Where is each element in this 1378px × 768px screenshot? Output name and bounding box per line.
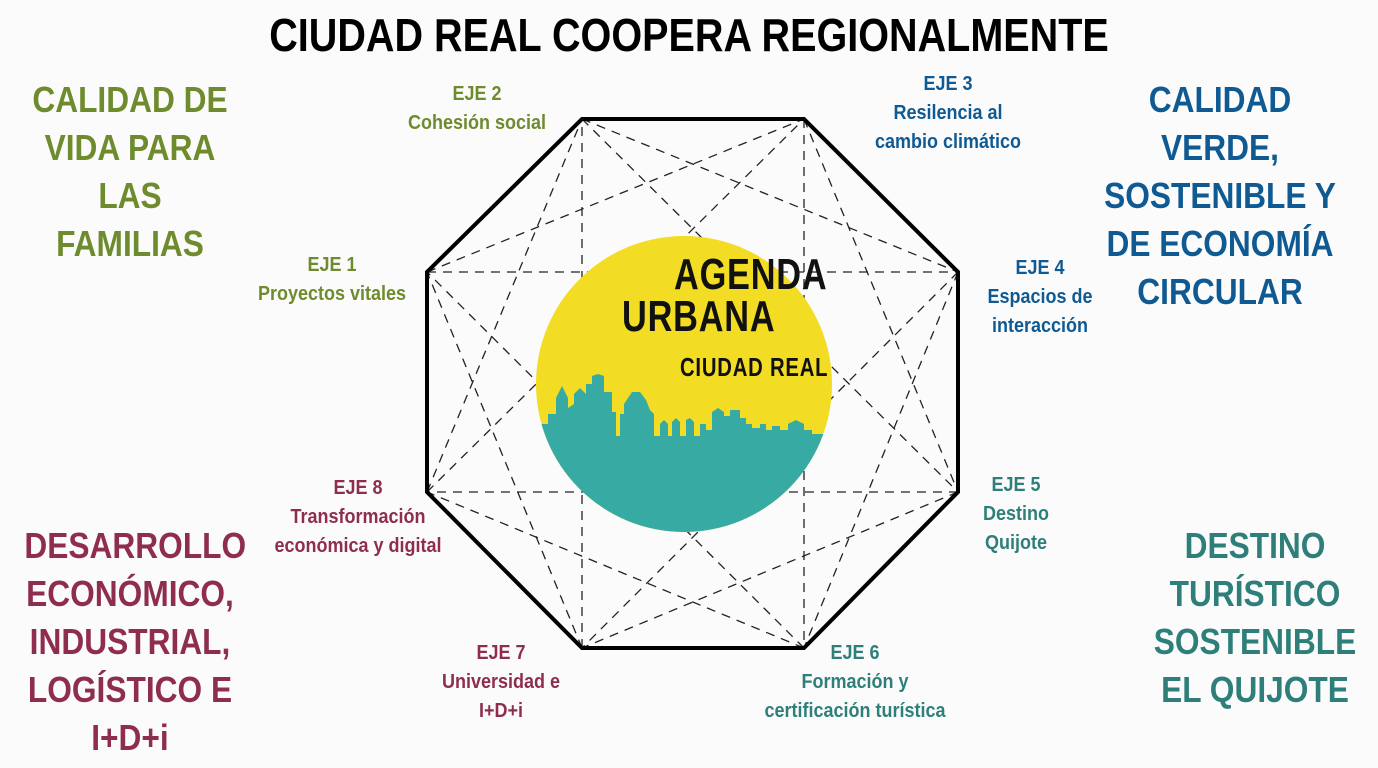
dashed-connection-line — [581, 118, 959, 273]
eje-number: EJE 5 — [991, 474, 1041, 496]
category-tourist-destination: DESTINO TURÍSTICO SOSTENIBLE EL QUIJOTE — [1145, 522, 1365, 714]
eje-description: Espacios de — [987, 286, 1093, 308]
octagon-outline — [425, 117, 960, 650]
eje-description: interacción — [991, 315, 1089, 337]
dashed-connection-line — [803, 118, 959, 493]
eje-description: económica y digital — [274, 535, 442, 557]
eje-number: EJE 2 — [452, 83, 502, 105]
dashed-connection-line — [426, 271, 583, 649]
category-line: CALIDAD VERDE, — [1148, 79, 1292, 168]
category-line: LOGÍSTICO E — [27, 669, 233, 710]
category-line: SOSTENIBLE Y — [1104, 175, 1336, 216]
dashed-connection-line — [803, 271, 959, 649]
page-title: CIUDAD REAL COOPERA REGIONALMENTE — [269, 9, 1109, 61]
category-economic-development: DESARROLLO ECONÓMICO, INDUSTRIAL, LOGÍST… — [24, 522, 247, 762]
dashed-connection-line — [426, 118, 805, 493]
category-line: I+D+i — [91, 717, 169, 758]
category-line: INDUSTRIAL, — [29, 621, 231, 662]
dashed-connection-line — [581, 271, 959, 649]
eje-2-label: EJE 2 Cohesión social — [387, 80, 567, 138]
eje-number: EJE 7 — [476, 642, 526, 664]
dashed-connection-line — [581, 491, 959, 649]
eje-description: Resilencia al — [893, 102, 1003, 124]
eje-8-label: EJE 8 Transformación económica y digital — [259, 474, 457, 561]
eje-4-label: EJE 4 Espacios de interacción — [968, 254, 1112, 341]
eje-number: EJE 3 — [923, 73, 973, 95]
eje-description: Universidad e — [441, 671, 561, 693]
category-line: DESTINO — [1184, 525, 1326, 566]
category-line: TURÍSTICO — [1169, 573, 1341, 614]
eje-description: I+D+i — [478, 700, 524, 722]
dashed-connection-line — [426, 118, 583, 493]
eje-number: EJE 8 — [333, 477, 383, 499]
eje-number: EJE 1 — [307, 254, 357, 276]
logo-subtitle: CIUDAD REAL — [680, 352, 829, 382]
city-skyline-icon — [540, 374, 830, 437]
eje-description: Formación y — [801, 671, 909, 693]
category-line: LAS FAMILIAS — [56, 175, 204, 264]
eje-number: EJE 6 — [830, 642, 880, 664]
category-line: VIDA PARA — [44, 127, 216, 168]
category-line: DESARROLLO — [24, 525, 247, 566]
category-line: EL QUIJOTE — [1161, 669, 1349, 710]
eje-7-label: EJE 7 Universidad e I+D+i — [425, 639, 578, 726]
agenda-urbana-logo — [536, 236, 832, 532]
eje-description: certificación turística — [764, 700, 946, 722]
logo-title-line2: URBANA — [622, 292, 776, 341]
eje-description: Destino — [982, 503, 1050, 525]
eje-description: Quijote — [984, 532, 1047, 554]
eje-6-label: EJE 6 Formación y certificación turístic… — [738, 639, 972, 726]
category-line: DE ECONOMÍA — [1106, 223, 1334, 264]
logo-ground — [536, 436, 832, 532]
category-green-quality: CALIDAD VERDE, SOSTENIBLE Y DE ECONOMÍA … — [1097, 76, 1343, 316]
eje-description: Transformación — [290, 506, 426, 528]
eje-1-label: EJE 1 Proyectos vitales — [242, 251, 422, 309]
category-line: SOSTENIBLE — [1153, 621, 1357, 662]
eje-description: Cohesión social — [407, 112, 547, 134]
logo-title-line1: AGENDA — [674, 250, 828, 299]
category-quality-of-life: CALIDAD DE VIDA PARA LAS FAMILIAS — [24, 76, 235, 268]
dashed-connection-line — [426, 118, 805, 273]
eje-description: Proyectos vitales — [257, 283, 407, 305]
eje-3-label: EJE 3 Resilencia al cambio climático — [849, 70, 1047, 157]
eje-number: EJE 4 — [1015, 257, 1065, 279]
dashed-connection-line — [426, 491, 805, 649]
eje-5-label: EJE 5 Destino Quijote — [962, 471, 1070, 558]
category-line: ECONÓMICO, — [26, 573, 234, 614]
dashed-connection-line — [426, 271, 805, 649]
eje-description: cambio climático — [874, 131, 1022, 153]
category-line: CALIDAD DE — [32, 79, 228, 120]
category-line: CIRCULAR — [1137, 271, 1303, 312]
